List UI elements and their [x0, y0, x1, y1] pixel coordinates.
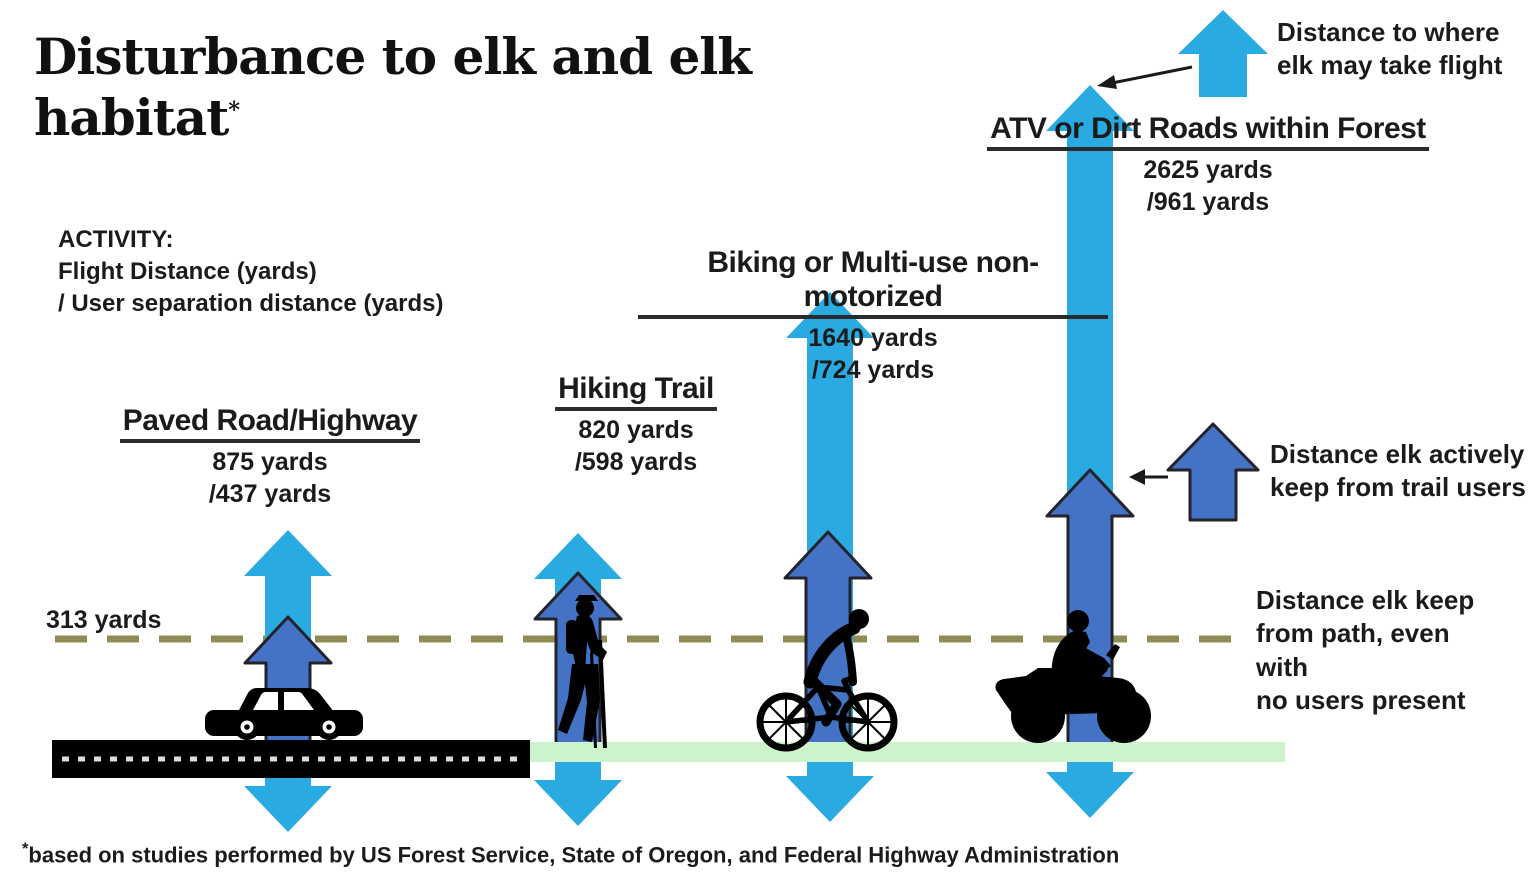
title-line2: habitat: [34, 88, 229, 147]
title-line1: Disturbance to elk and elk: [34, 27, 752, 86]
activity-group-paved: Paved Road/Highway 875 yards /437 yards: [95, 404, 445, 510]
trail-path: [530, 742, 1285, 762]
activity-hiking-separation: /598 yards: [574, 447, 698, 476]
footnote: *based on studies performed by US Forest…: [22, 840, 1122, 868]
activity-atv-separation: /961 yards: [1146, 187, 1270, 216]
legend-baseline-text: Distance elk keep from path, even with n…: [1256, 584, 1496, 717]
legend-flight-text: Distance to where elk may take flight: [1277, 16, 1527, 83]
footnote-text: based on studies performed by US Forest …: [28, 842, 1120, 868]
annotation-arrow-flight: [1097, 65, 1193, 89]
activity-biking-separation: /724 yards: [811, 355, 935, 384]
activity-atv-heading: ATV or Dirt Roads within Forest: [987, 112, 1429, 151]
activity-key-line2: / User separation distance (yards): [58, 290, 444, 318]
legend-separation-arrow: [1166, 422, 1260, 522]
activity-group-atv: ATV or Dirt Roads within Forest 2625 yar…: [948, 112, 1468, 218]
legend-flight-line1: Distance to where: [1277, 17, 1500, 47]
activity-hiking-flight: 820 yards: [578, 416, 694, 444]
footnote-marker: *: [22, 840, 29, 858]
cyclist-icon: [756, 609, 898, 752]
activity-paved-heading: Paved Road/Highway: [119, 404, 421, 443]
legend-baseline-line3: no users present: [1256, 684, 1466, 715]
legend-baseline-line1: Distance elk keep: [1256, 585, 1475, 615]
activity-paved-separation: /437 yards: [208, 479, 332, 508]
activity-atv-flight: 2625 yards: [1143, 156, 1273, 184]
activity-biking-heading: Biking or Multi-use non-motorized: [638, 246, 1108, 319]
annotation-arrow-separation: [1129, 469, 1168, 485]
legend-separation-line1: Distance elk actively: [1270, 439, 1525, 469]
legend-separation-line2: keep from trail users: [1270, 472, 1526, 503]
activity-biking-flight: 1640 yards: [808, 324, 938, 352]
legend-baseline-line2: from path, even with: [1256, 618, 1450, 682]
hiker-icon: [558, 595, 607, 748]
activity-hiking-heading: Hiking Trail: [555, 372, 717, 411]
legend-flight-line2: elk may take flight: [1277, 50, 1503, 81]
car-icon: [205, 688, 363, 740]
atv-icon: [995, 610, 1151, 743]
activity-key-line1: Flight Distance (yards): [58, 258, 317, 286]
activity-key: ACTIVITY: Flight Distance (yards) / User…: [58, 224, 578, 320]
baseline-distance-label: 313 yards: [46, 606, 162, 634]
activity-group-hiking: Hiking Trail 820 yards /598 yards: [486, 372, 786, 478]
legend-separation-text: Distance elk actively keep from trail us…: [1270, 438, 1530, 505]
activity-paved-flight: 875 yards: [212, 448, 328, 476]
title-footnote-marker: *: [228, 97, 240, 124]
legend-flight-arrow: [1178, 10, 1268, 97]
activity-key-heading: ACTIVITY:: [58, 226, 174, 253]
activity-group-biking: Biking or Multi-use non-motorized 1640 y…: [638, 246, 1108, 386]
page-title: Disturbance to elk and elk habitat*: [34, 26, 814, 148]
